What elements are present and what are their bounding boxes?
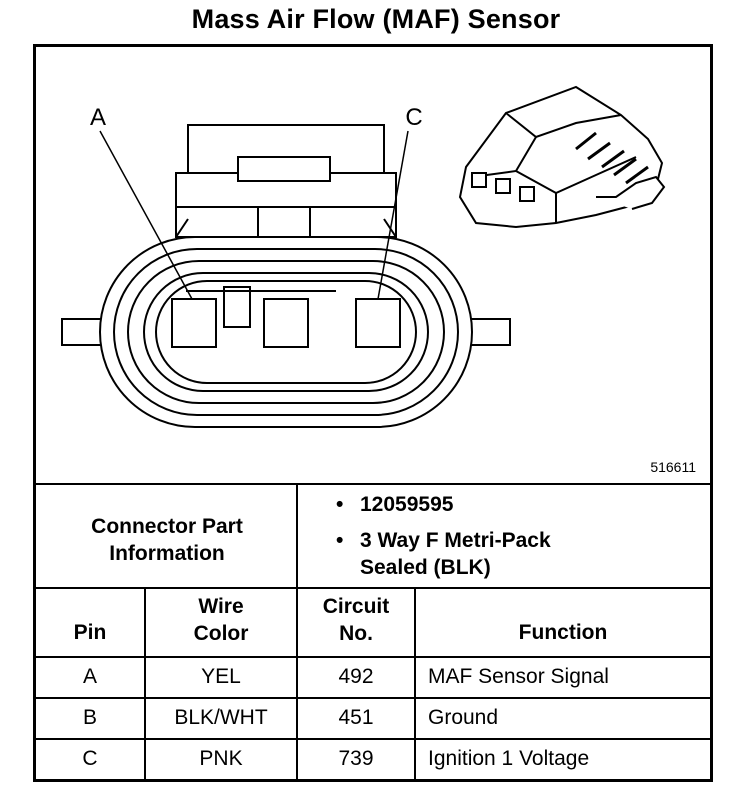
part-number-item: • 12059595 — [336, 491, 551, 518]
keyway — [223, 286, 251, 328]
row-c-pin: C — [82, 747, 98, 770]
header-function: Function — [518, 621, 608, 644]
bullet-icon: • — [336, 493, 344, 516]
connector-face-diagram: A C — [61, 85, 666, 428]
bullet-icon: • — [336, 529, 344, 552]
connector-part-info-label: Connector Part Information — [36, 489, 298, 591]
part-number: 12059595 — [360, 493, 454, 516]
part-info-label-line1: Connector Part — [91, 515, 243, 538]
divider-col-circuit — [414, 587, 416, 779]
divider-diagram — [36, 483, 710, 485]
connector-type-line1: 3 Way F Metri-Pack — [360, 529, 551, 552]
divider-col-pin — [144, 587, 146, 779]
housing-ring-2 — [113, 248, 459, 416]
row-c-wire-color: PNK — [199, 747, 243, 770]
housing-ring-3 — [127, 260, 445, 404]
row-a-pin: A — [82, 665, 97, 688]
row-c-function: Ignition 1 Voltage — [428, 747, 590, 770]
divider-row-a — [36, 697, 710, 699]
connector-type-line2: Sealed (BLK) — [360, 556, 491, 579]
header-wire-color-line1: Wire — [198, 595, 244, 618]
housing-inner — [155, 280, 417, 384]
latch-key — [257, 206, 311, 238]
row-a-wire-color: YEL — [201, 665, 241, 688]
row-b-circuit: 451 — [338, 706, 374, 729]
header-circuit-no: Circuit No. — [298, 593, 414, 647]
diagram-title: Mass Air Flow (MAF) Sensor — [191, 4, 561, 34]
housing-ring-4 — [143, 272, 429, 392]
row-a-circuit: 492 — [338, 665, 374, 688]
divider-part-info-col — [296, 483, 298, 656]
callout-c-label: C — [405, 104, 422, 131]
header-wire-color-line2: Color — [193, 622, 249, 645]
connector-part-info-list: • 12059595 • 3 Way F Metri-Pack Sealed (… — [336, 491, 551, 581]
row-c-circuit: 739 — [338, 747, 374, 770]
callout-a-leader — [99, 130, 193, 300]
connector-type-text: 3 Way F Metri-Pack Sealed (BLK) — [360, 527, 551, 581]
left-tab — [61, 318, 103, 346]
row-b-pin: B — [82, 706, 97, 729]
row-b-function: Ground — [428, 706, 499, 729]
header-pin: Pin — [73, 621, 107, 644]
connector-type-item: • 3 Way F Metri-Pack Sealed (BLK) — [336, 527, 551, 581]
callout-c-leader — [377, 130, 409, 300]
header-circuit-line1: Circuit — [322, 595, 390, 618]
divider-col-wire — [296, 656, 298, 779]
row-a-function: MAF Sensor Signal — [428, 665, 609, 688]
pin-a-cavity — [171, 298, 217, 348]
header-circuit-line2: No. — [339, 622, 373, 645]
header-wire-color: Wire Color — [146, 593, 296, 647]
figure-number: 516611 — [650, 459, 696, 475]
divider-part-info — [36, 587, 710, 589]
divider-header — [36, 656, 710, 658]
part-info-label-line2: Information — [109, 542, 225, 565]
pin-b-cavity — [263, 298, 309, 348]
divider-row-b — [36, 738, 710, 740]
latch-slot — [237, 156, 331, 182]
pin-c-cavity — [355, 298, 401, 348]
connector-info-frame: A C 516611 Connector Part Information — [33, 44, 713, 782]
connector-3d-illustration — [458, 85, 666, 229]
callout-a-label: A — [90, 104, 106, 131]
right-tab — [469, 318, 511, 346]
row-b-wire-color: BLK/WHT — [174, 706, 268, 729]
